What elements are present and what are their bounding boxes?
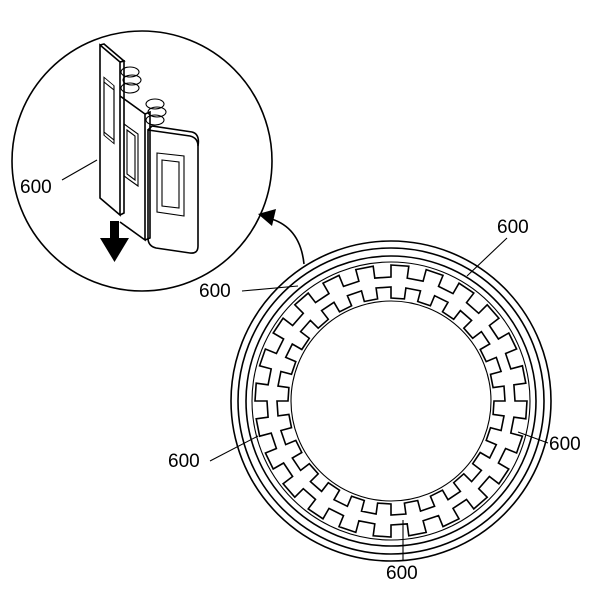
down-arrow-icon bbox=[100, 221, 129, 262]
clutch-plate-front bbox=[147, 125, 200, 254]
spring-coils bbox=[120, 66, 167, 126]
outer-ring-2 bbox=[237, 247, 545, 555]
outer-ring-4 bbox=[251, 261, 531, 541]
inset-leader bbox=[61, 159, 98, 181]
callout-ring-upper-left: 600 bbox=[199, 281, 231, 302]
curved-arrow-icon bbox=[258, 209, 305, 265]
detail-inset bbox=[11, 30, 273, 292]
outer-spline-teeth bbox=[254, 264, 528, 538]
inset-circle bbox=[11, 30, 273, 292]
outer-ring-1 bbox=[230, 240, 552, 562]
clutch-ring-assembly bbox=[230, 240, 552, 562]
clutch-plate-back bbox=[99, 43, 126, 217]
callout-inset: 600 bbox=[20, 177, 52, 198]
callout-ring-top-right: 600 bbox=[497, 217, 529, 238]
callout-ring-right: 600 bbox=[549, 434, 581, 455]
inner-ring bbox=[290, 300, 492, 502]
callout-ring-bottom: 600 bbox=[386, 563, 418, 584]
ring-leaders bbox=[209, 237, 549, 560]
outer-ring-3 bbox=[245, 255, 537, 547]
inner-spline-teeth bbox=[276, 286, 506, 516]
callout-ring-lower-left: 600 bbox=[168, 451, 200, 472]
